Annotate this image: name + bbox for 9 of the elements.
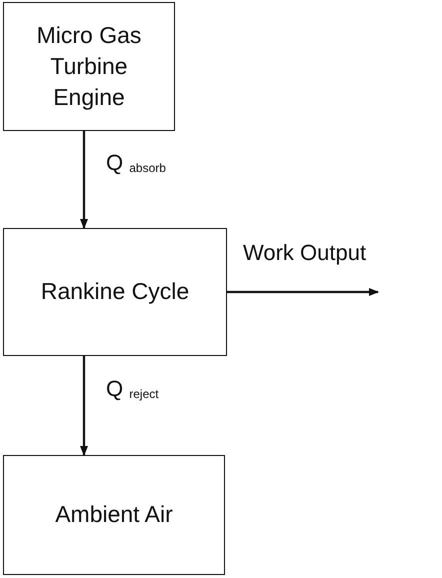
process-box [3, 2, 175, 131]
arrow [227, 288, 379, 296]
box-label: Micro Gas Turbine Engine [36, 20, 142, 112]
box-label: Rankine Cycle [40, 277, 190, 306]
arrow [80, 356, 88, 456]
process-box [3, 228, 227, 356]
box-label: Ambient Air [54, 500, 174, 530]
process-box [3, 455, 225, 575]
arrow [80, 131, 88, 229]
